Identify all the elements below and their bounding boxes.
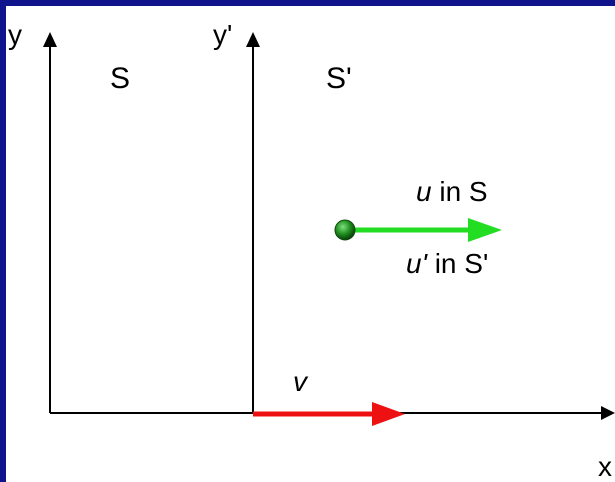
- velocity-v-arrowhead: [372, 402, 405, 426]
- velocity-in-s-symbol: u: [416, 176, 432, 207]
- velocity-v-arrow: [253, 402, 405, 426]
- velocity-u-arrow: [345, 218, 502, 242]
- y-axis-s-arrowhead: [43, 32, 57, 47]
- particle-dot: [334, 219, 356, 241]
- velocity-in-s-prime-symbol: u': [406, 248, 429, 279]
- velocity-in-s-suffix: in S: [432, 176, 488, 207]
- velocity-in-s-label: u in S: [416, 176, 488, 207]
- velocity-in-s-prime-suffix: in S': [427, 248, 488, 279]
- y-axis-s-prime: [246, 32, 260, 413]
- frame-s-prime-name: S': [326, 62, 352, 95]
- y-axis-s-prime-label: y': [213, 19, 232, 50]
- canvas-background: [6, 6, 615, 482]
- x-axis-label: x: [598, 451, 612, 482]
- x-axis-arrowhead: [601, 406, 615, 420]
- y-axis-s-label: y: [8, 19, 22, 50]
- velocity-u-arrowhead: [468, 218, 502, 242]
- frame-velocity-label: v: [293, 366, 309, 397]
- velocity-in-s-prime-label: u' in S': [406, 248, 488, 279]
- y-axis-s: [43, 32, 57, 413]
- y-axis-s-prime-arrowhead: [246, 32, 260, 47]
- frame-s-name: S: [110, 62, 130, 95]
